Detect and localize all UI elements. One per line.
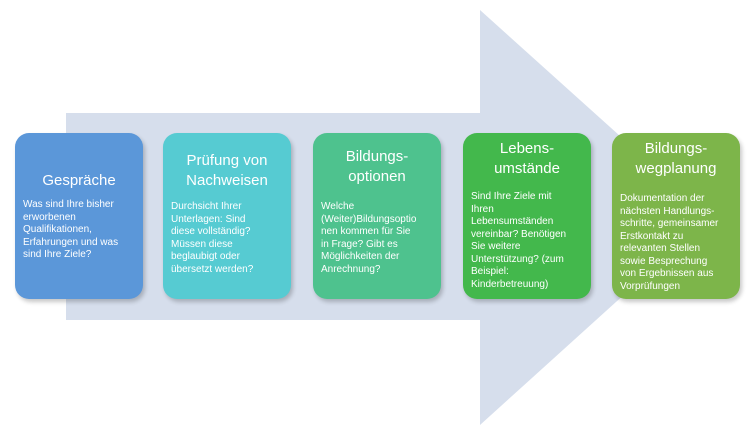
step-lebensumstaende: Lebens- umstände Sind Ihre Ziele mit Ihr…: [463, 133, 591, 299]
step-bildungswegplanung-description: Dokumentation der nächsten Handlungs- sc…: [620, 193, 719, 292]
step-bildungswegplanung: Bildungs- wegplanung Dokumentation der n…: [612, 133, 740, 299]
step-pruefung-nachweise: Prüfung von Nachweisen Durchsicht Ihrer …: [163, 133, 291, 299]
step-lebensumstaende-title: Lebens- umstände: [494, 140, 560, 177]
step-lebensumstaende-description: Sind Ihre Ziele mit Ihren Lebensumstände…: [471, 191, 567, 290]
step-pruefung-nachweise-title: Prüfung von Nachweisen: [186, 152, 268, 189]
step-bildungsoptionen-title: Bildungs- optionen: [345, 148, 409, 185]
step-gespraeche-description: Was sind Ihre bisher erworbenen Qualifik…: [23, 199, 119, 260]
step-pruefung-nachweise-description: Durchsicht Ihrer Unterlagen: Sind diese …: [171, 201, 254, 275]
step-bildungsoptionen: Bildungs- optionen Welche (Weiter)Bildun…: [313, 133, 441, 299]
step-bildungswegplanung-title: Bildungs- wegplanung: [635, 140, 717, 177]
step-bildungsoptionen-description: Welche (Weiter)Bildungsoptio nen kommen …: [321, 201, 417, 275]
step-gespraeche: Gespräche Was sind Ihre bisher erworbene…: [15, 133, 143, 299]
step-gespraeche-title: Gespräche: [42, 172, 116, 189]
